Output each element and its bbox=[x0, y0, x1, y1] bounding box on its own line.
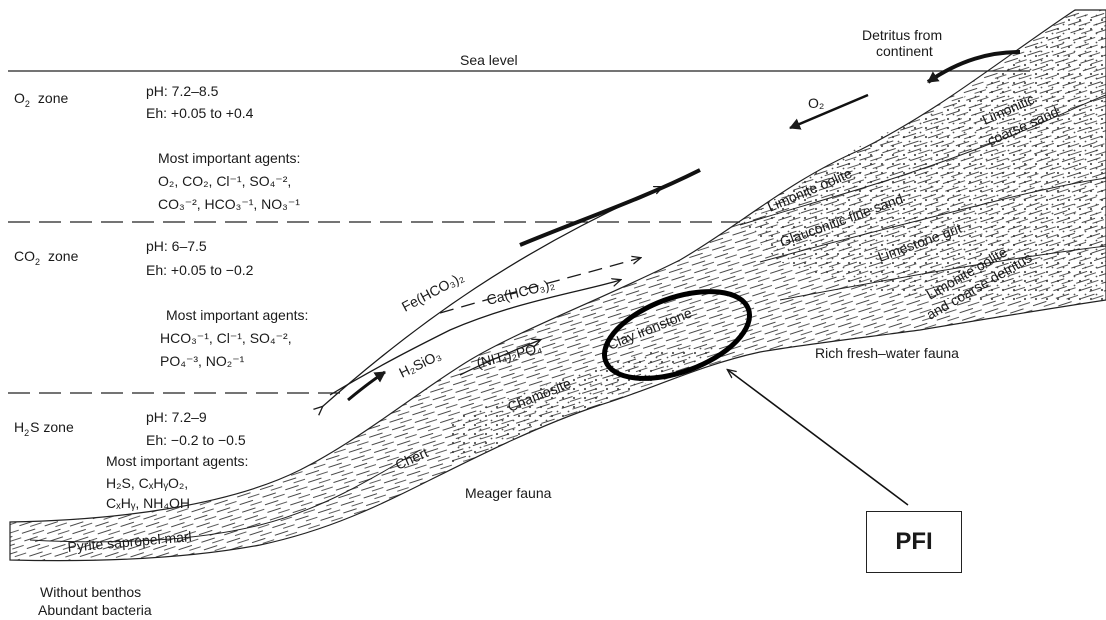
co2-agents-title: Most important agents: bbox=[166, 307, 308, 323]
fe-label: Fe(HCO₃)₂ bbox=[399, 269, 466, 315]
h2s-agents-line-1: H₂S, CₓHᵧO₂, bbox=[106, 475, 188, 491]
fe-arrow-bold bbox=[520, 170, 700, 245]
pfi-callout-label: PFI bbox=[895, 528, 932, 556]
h2s-zone-ph: pH: 7.2–9 bbox=[146, 409, 207, 425]
o2-agents-line-2: CO₃⁻², HCO₃⁻¹, NO₃⁻¹ bbox=[158, 196, 300, 212]
rich-fauna-label: Rich fresh–water fauna bbox=[815, 345, 959, 361]
co2-agents-line-2: PO₄⁻³, NO₂⁻¹ bbox=[160, 353, 245, 369]
h2s-agents-line-2: CₓHᵧ, NH₄OH bbox=[106, 495, 190, 511]
detritus-label-2: continent bbox=[876, 43, 933, 59]
co2-zone-eh: Eh: +0.05 to −0.2 bbox=[146, 262, 254, 278]
si-label: H₂SiO₃ bbox=[396, 347, 443, 381]
ca-label: Ca(HCO₃)₂ bbox=[485, 276, 556, 308]
o2-agents-line-1: O₂, CO₂, Cl⁻¹, SO₄⁻², bbox=[158, 173, 291, 189]
o2-arrow bbox=[790, 95, 868, 128]
co2-zone-ph: pH: 6–7.5 bbox=[146, 238, 207, 254]
o2-zone-ph: pH: 7.2–8.5 bbox=[146, 83, 219, 99]
h2s-zone-eh: Eh: −0.2 to −0.5 bbox=[146, 432, 246, 448]
without-benthos-label: Without benthos bbox=[40, 584, 141, 600]
o2-arrow-label: O₂ bbox=[808, 95, 824, 111]
h2sio3-arrow-bold bbox=[348, 372, 385, 400]
abundant-bacteria-label: Abundant bacteria bbox=[38, 602, 152, 618]
callout-arrow bbox=[728, 370, 908, 505]
co2-agents-line-1: HCO₃⁻¹, Cl⁻¹, SO₄⁻², bbox=[160, 330, 292, 346]
pfi-callout-box: PFI bbox=[866, 511, 962, 573]
o2-agents-title: Most important agents: bbox=[158, 150, 300, 166]
h2s-agents-title: Most important agents: bbox=[106, 453, 248, 469]
detritus-label: Detritus from bbox=[862, 27, 942, 43]
h2s-zone-name: H2S zone bbox=[14, 419, 74, 438]
meager-fauna-label: Meager fauna bbox=[465, 485, 552, 501]
sea-level-label: Sea level bbox=[460, 52, 518, 68]
o2-zone-eh: Eh: +0.05 to +0.4 bbox=[146, 105, 254, 121]
